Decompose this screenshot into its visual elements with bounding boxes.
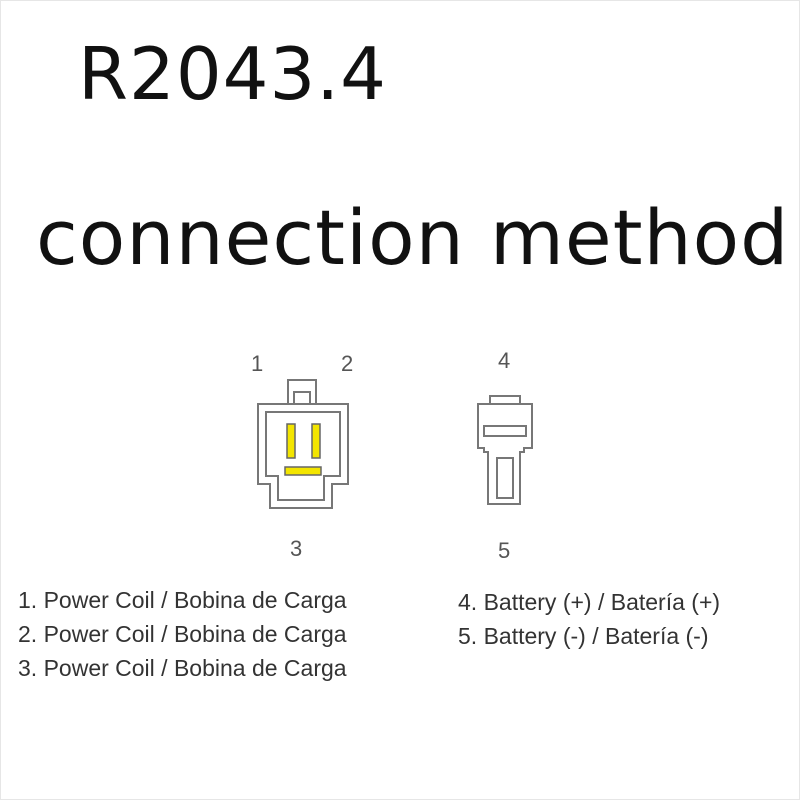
pin-2-terminal — [311, 423, 321, 459]
pin-label-5: 5 — [498, 538, 511, 563]
legend-item-5: 5. Battery (-) / Batería (-) — [458, 623, 709, 649]
pin-5-terminal — [496, 457, 514, 499]
legend-item-1: 1. Power Coil / Bobina de Carga — [18, 587, 347, 613]
subtitle: connection method — [36, 193, 790, 282]
connector-housing-right — [477, 403, 533, 505]
pin-label-4: 4 — [498, 348, 511, 373]
connector-cavity — [265, 411, 341, 501]
pin-label-1: 1 — [251, 351, 264, 376]
pin-label-3: 3 — [290, 536, 303, 561]
left-pins — [284, 423, 322, 476]
pin-label-2: 2 — [341, 351, 354, 376]
legend-item-4: 4. Battery (+) / Batería (+) — [458, 589, 721, 615]
pin-4-terminal — [483, 425, 527, 437]
title: R2043.4 — [78, 32, 387, 116]
connector-latch-inner — [293, 391, 311, 405]
two-pin-connector — [477, 395, 533, 505]
pin-3-terminal — [284, 466, 322, 476]
pin-1-terminal — [286, 423, 296, 459]
legend-item-3: 3. Power Coil / Bobina de Carga — [18, 655, 347, 681]
connector-housing — [257, 403, 349, 509]
connector-cap — [489, 395, 521, 405]
three-pin-connector — [257, 379, 349, 509]
legend-item-2: 2. Power Coil / Bobina de Carga — [18, 621, 347, 647]
